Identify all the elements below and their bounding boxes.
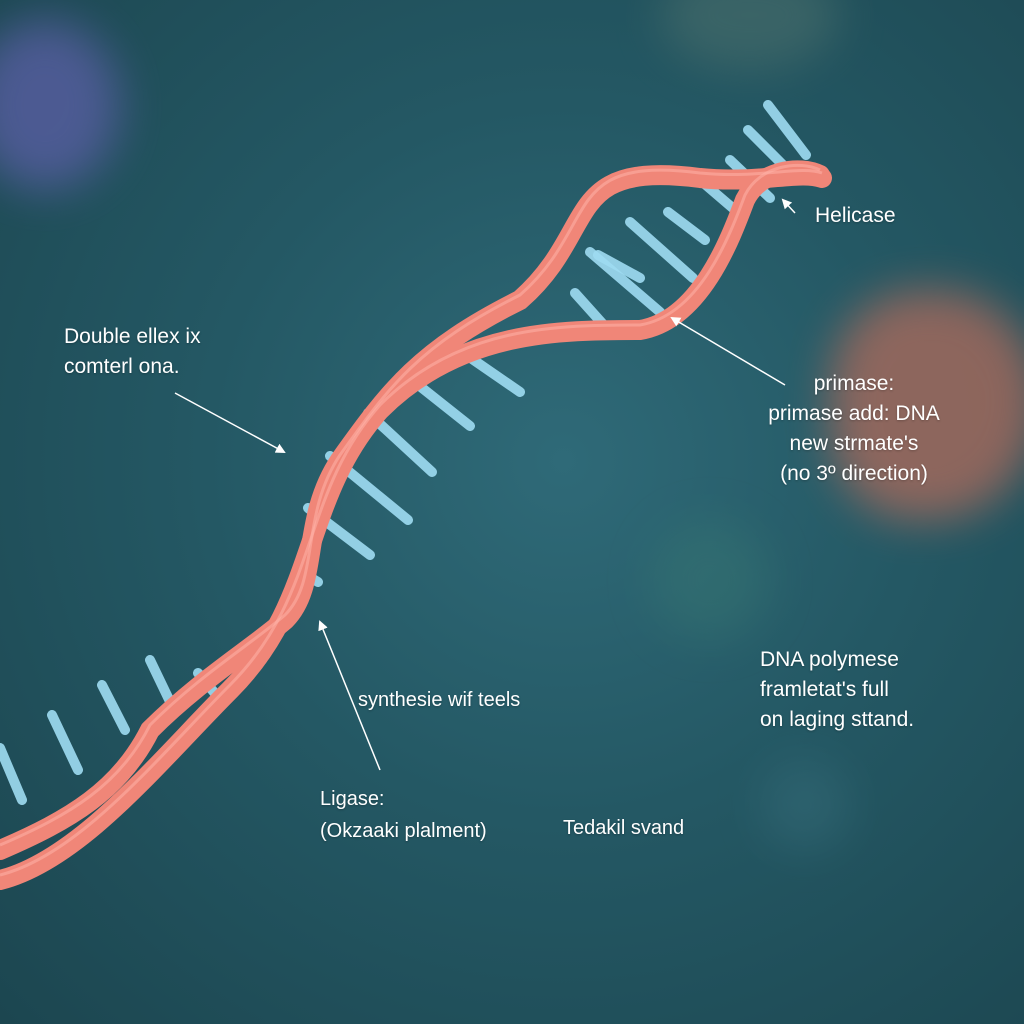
- arrow-group: [174, 198, 796, 771]
- polymerase-line-2: framletat's full: [760, 678, 889, 701]
- ligase-line-2: (Okzaaki plalment): [320, 820, 487, 842]
- base-pair-15: [593, 250, 645, 283]
- background-blob-red: [830, 290, 1024, 520]
- strand-group: [0, 160, 832, 890]
- arrow-ligase: [318, 620, 381, 771]
- primase-line-4: (no 3º direction): [780, 462, 928, 485]
- arrow-primase: [670, 316, 786, 386]
- dna-strand-front-highlight: [0, 168, 823, 847]
- primase-line-2: primase add: DNA: [768, 402, 940, 425]
- template-strand-label: Tedakil svand: [563, 817, 685, 839]
- ligase-line-1: Ligase:: [320, 788, 385, 810]
- dna-strand-back-highlight: [0, 163, 821, 877]
- primase-line-3: new strmate's: [789, 432, 919, 455]
- synthesis-label: synthesie wif teels: [358, 689, 521, 711]
- primase-line-1: primase:: [813, 372, 895, 395]
- base-pair-1: [0, 743, 27, 805]
- double-helix-line-2: comterl ona.: [64, 355, 180, 378]
- helicase-label: Helicase: [815, 204, 896, 227]
- base-pair-2: [47, 710, 83, 775]
- primase-label: primase: primase add: DNA new strmate's …: [754, 369, 954, 489]
- ligase-label: Ligase: (Okzaaki plalment): [320, 783, 487, 847]
- background-blob-purple: [0, 20, 120, 190]
- polymerase-line-1: DNA polymese: [760, 648, 899, 671]
- base-pair-17: [663, 207, 710, 245]
- double-helix-line-1: Double ellex ix: [64, 325, 201, 348]
- arrow-helicase: [781, 198, 796, 214]
- double-helix-label: Double ellex ix comterl ona.: [64, 322, 201, 382]
- base-pair-3: [97, 680, 130, 735]
- polymerase-label: DNA polymese framletat's full on laging …: [760, 645, 914, 735]
- background-blob-mid: [650, 520, 770, 640]
- base-pair-16: [625, 217, 698, 283]
- arrow-double-helix: [174, 392, 286, 453]
- polymerase-line-3: on laging sttand.: [760, 708, 915, 731]
- base-pair-21: [763, 100, 811, 160]
- background-blob-low: [760, 760, 850, 850]
